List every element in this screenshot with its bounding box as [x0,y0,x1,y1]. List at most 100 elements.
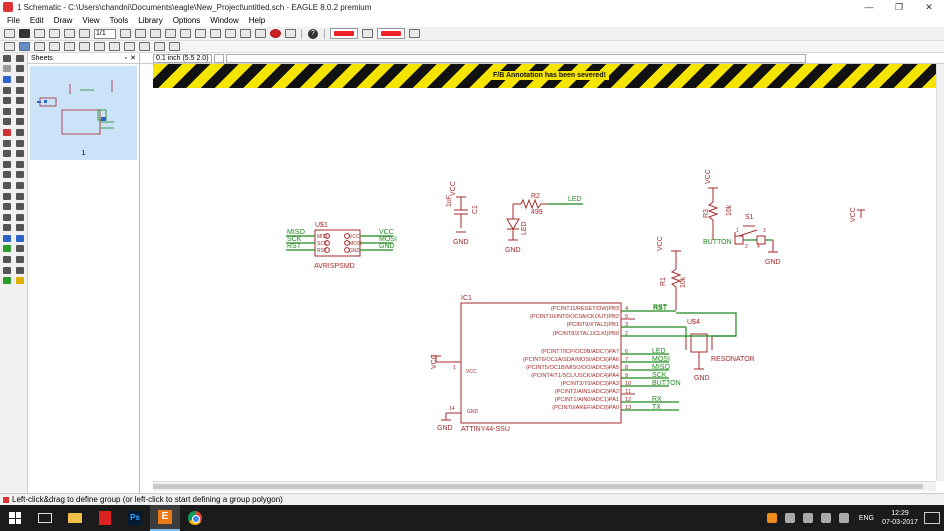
horizontal-scrollbar[interactable] [153,481,936,491]
undock-icon[interactable]: ▫ [124,54,128,62]
menu-edit[interactable]: Edit [29,16,44,25]
group-mode-2-icon[interactable] [94,42,105,51]
start-button[interactable] [0,505,30,531]
bus-icon[interactable] [2,181,11,189]
wrench-icon[interactable] [16,107,25,115]
net-draw-icon[interactable] [2,245,11,253]
copy-icon[interactable] [2,86,11,94]
grid-icon[interactable] [4,42,15,51]
zoom-out-icon[interactable] [195,29,206,38]
cam-processor-icon[interactable] [49,29,60,38]
value-icon[interactable] [16,128,25,136]
sheet-icon[interactable] [79,29,90,38]
change-icon[interactable] [2,171,11,179]
group-polygon-icon[interactable] [34,42,45,51]
attribute-icon[interactable] [16,234,25,242]
group-option-icon[interactable] [64,42,75,51]
sheet-select[interactable]: 1/1 [94,28,116,39]
fusion-dropdown-icon[interactable] [409,29,420,38]
paste-icon[interactable] [16,171,25,179]
taskbar-pdf-reader[interactable] [90,505,120,531]
replace-icon[interactable] [16,118,25,126]
group-lasso-icon[interactable] [49,42,60,51]
info-icon[interactable] [2,54,11,62]
close-button[interactable]: ✕ [925,1,933,12]
use-library-icon[interactable] [120,29,131,38]
group-mode-4-icon[interactable] [124,42,135,51]
pinswap-icon[interactable] [16,160,25,168]
command-options-icon[interactable] [213,53,224,63]
taskbar-chrome[interactable] [180,505,210,531]
menu-help[interactable]: Help [248,16,266,25]
language-indicator[interactable]: ENG [858,514,874,522]
vertical-scrollbar[interactable] [936,64,944,481]
net-icon[interactable] [16,181,25,189]
sheet-thumbnail[interactable]: 1 [30,66,137,160]
menu-library[interactable]: Library [138,16,163,25]
zoom-fit-icon[interactable] [165,29,176,38]
display-icon[interactable] [2,65,11,73]
rotate-icon[interactable] [2,97,11,105]
label-icon[interactable] [2,192,11,200]
run-ulp-icon[interactable] [150,29,161,38]
align-icon[interactable] [16,97,25,105]
clock[interactable]: 12:29 07-03-2017 [880,509,920,527]
erc-icon[interactable] [2,277,11,285]
zoom-select-icon[interactable] [225,29,236,38]
group-mode-1-icon[interactable] [79,42,90,51]
add-icon[interactable] [2,118,11,126]
redo-icon[interactable] [255,29,266,38]
show-icon[interactable] [16,54,25,62]
arc-icon[interactable] [16,213,25,221]
undo-icon[interactable] [240,29,251,38]
miter-icon[interactable] [2,150,11,158]
minimize-button[interactable]: — [864,2,874,12]
script-icon[interactable] [135,29,146,38]
dimension-icon[interactable] [2,234,11,242]
group-icon[interactable] [2,75,11,83]
mark-icon[interactable] [16,65,25,73]
menu-file[interactable]: File [7,16,20,25]
command-line-input[interactable] [225,53,806,63]
move-icon[interactable] [16,75,25,83]
port-icon[interactable] [2,266,11,274]
go-icon[interactable] [285,29,296,38]
circle-icon[interactable] [2,213,11,221]
split-icon[interactable] [16,139,25,147]
group-mode-7-icon[interactable] [169,42,180,51]
print-icon[interactable] [34,29,45,38]
tray-app-icon[interactable] [766,513,777,523]
polygon-icon[interactable] [16,224,25,232]
show-hidden-icons-icon[interactable] [784,513,795,523]
menu-options[interactable]: Options [172,16,201,25]
help-icon[interactable]: ? [308,28,318,39]
line-icon[interactable] [2,203,11,211]
name-icon[interactable] [2,128,11,136]
stop-icon[interactable] [270,29,281,38]
group-mode-3-icon[interactable] [109,42,120,51]
designlink-icon[interactable] [330,28,358,39]
task-view-button[interactable] [30,505,60,531]
junction-icon[interactable] [16,192,25,200]
taskbar-file-explorer[interactable] [60,505,90,531]
smash-icon[interactable] [2,139,11,147]
menu-tools[interactable]: Tools [109,16,129,25]
horizontal-scroll-thumb[interactable] [153,484,923,489]
zoom-in-icon[interactable] [180,29,191,38]
bus-draw-icon[interactable] [16,245,25,253]
group-mode-6-icon[interactable] [154,42,165,51]
invoke-icon[interactable] [16,150,25,158]
text-icon[interactable] [16,203,25,211]
delete-icon[interactable] [2,107,11,115]
close-panel-icon[interactable]: ✕ [130,55,136,62]
mirror-icon[interactable] [16,86,25,94]
rect-icon[interactable] [2,224,11,232]
battery-icon[interactable] [802,513,813,523]
save-icon[interactable] [19,29,30,38]
taskbar-eagle[interactable]: E [150,505,180,531]
warning-icon[interactable] [16,277,25,285]
frame-icon[interactable] [2,256,11,264]
menu-view[interactable]: View [82,16,100,25]
gateswap-icon[interactable] [2,160,11,168]
designlink-dropdown-icon[interactable] [362,29,373,38]
